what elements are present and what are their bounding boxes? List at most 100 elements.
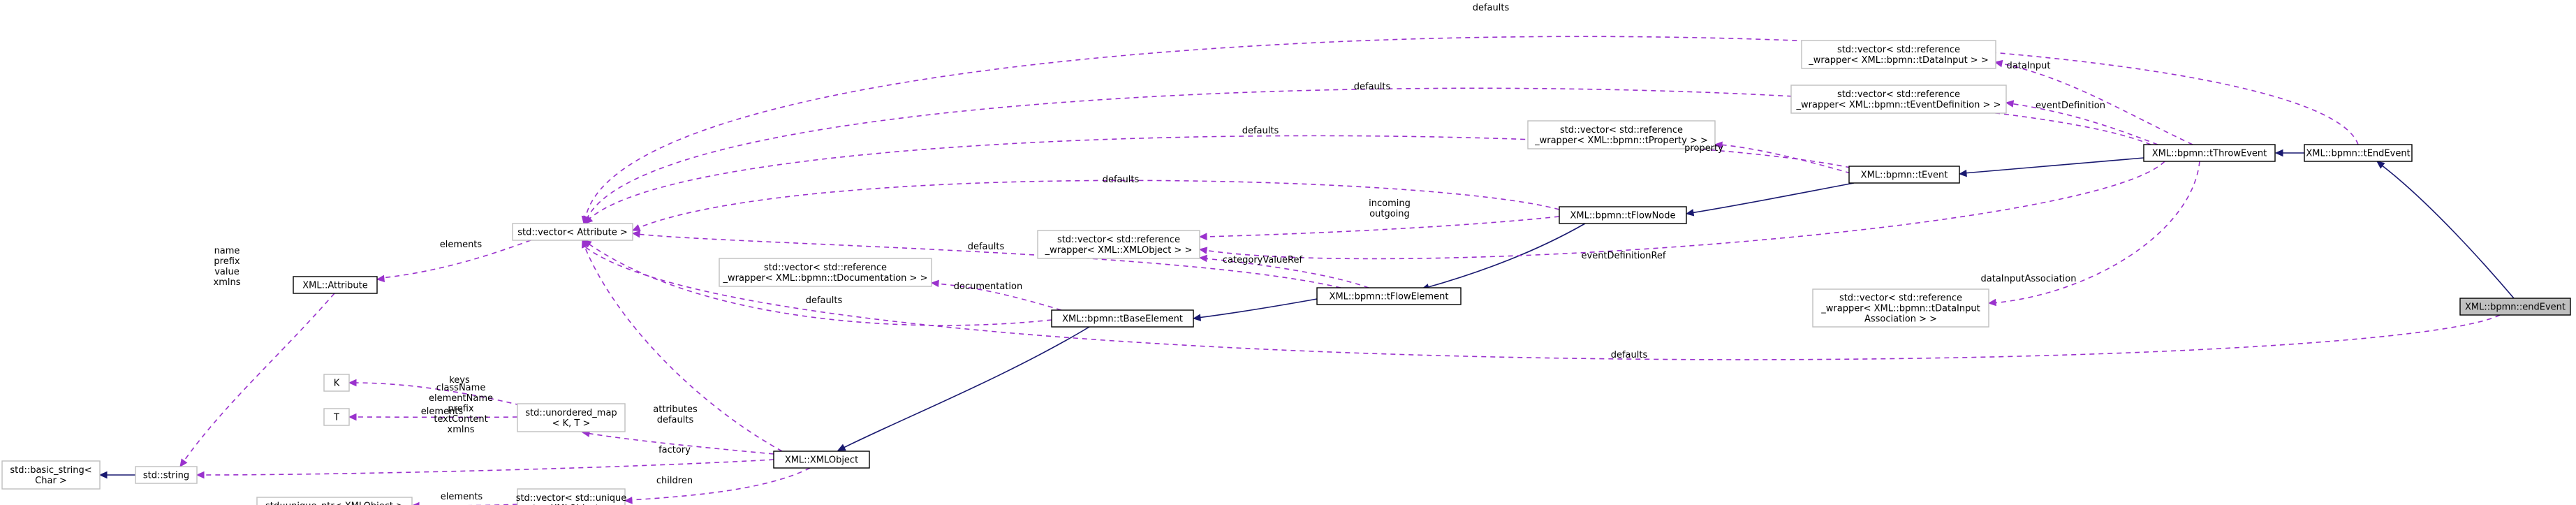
edge-label-defaults-endEvent: defaults [1611, 350, 1648, 360]
edge-label-keys: keys [449, 375, 470, 386]
node-label: XML::bpmn::tFlowNode [1570, 211, 1676, 221]
usage-arrow [1714, 141, 1851, 174]
node-label: std::vector< std::reference [1560, 125, 1683, 136]
node-label: std::vector< std::reference [1837, 45, 1960, 55]
node-t-flow-node[interactable]: XML::bpmn::tFlowNode [1559, 206, 1687, 224]
edge-label-defaults-top: defaults [1473, 3, 1510, 13]
edge-label-defaults-4: defaults [1103, 175, 1140, 185]
edge-label-dataInput: dataInput [2007, 61, 2051, 71]
inheritance-arrow [98, 471, 135, 479]
node-vec-data-input-assoc[interactable]: std::vector< std::reference_wrapper< XML… [1812, 288, 1989, 328]
usage-arrow [631, 180, 1560, 231]
edge-label-incoming-outgoing: incoming [1369, 198, 1411, 209]
edge-label-attr-members: xmlns [214, 277, 241, 288]
node-vec-documentation[interactable]: std::vector< std::reference_wrapper< XML… [719, 258, 932, 287]
inheritance-arrow [1192, 298, 1318, 321]
usage-arrow [1198, 161, 2165, 260]
node-label: std::vector< std::unique [516, 493, 627, 504]
node-label: std::vector< std::reference [1057, 235, 1180, 245]
edge-label-string-members: textContent [434, 414, 487, 425]
node--t[interactable]: T [323, 408, 350, 426]
edge-label-defaults-2: defaults [1354, 82, 1391, 92]
node-t-throw-event[interactable]: XML::bpmn::tThrowEvent [2143, 144, 2276, 162]
node-label: Association > > [1864, 314, 1937, 325]
usage-arrow [376, 240, 531, 283]
node-label: std::vector< std::reference [1837, 89, 1960, 100]
usage-arrow [348, 413, 518, 421]
node-label: XML::bpmn::tEvent [1861, 170, 1948, 181]
node-label: XML::XMLObject [785, 455, 858, 466]
node-label: XML::bpmn::endEvent [2465, 302, 2566, 313]
node-label: XML::bpmn::tBaseElement [1062, 314, 1183, 325]
usage-arrow [1198, 254, 1369, 288]
node-label: XML::Attribute [302, 281, 368, 291]
edge-label-elements-map: elements [421, 407, 464, 417]
edge-label-string-members: className [436, 383, 486, 393]
node--k[interactable]: K [323, 374, 350, 392]
edge-label-categoryValueRef: categoryValueRef [1223, 255, 1303, 265]
node-label: std::vector< std::reference [1839, 293, 1962, 304]
node-end-event[interactable]: XML::bpmn::endEvent [2459, 298, 2571, 316]
node-string[interactable]: std::string [135, 466, 198, 484]
node-label: Char > [35, 476, 67, 486]
usage-arrow [179, 293, 335, 467]
node-t-base-element[interactable]: XML::bpmn::tBaseElement [1051, 309, 1194, 328]
edge-label-defaults-3: defaults [1242, 126, 1279, 136]
node-vec-unique[interactable]: std::vector< std::unique_ptr< XMLObject … [516, 488, 627, 505]
node-unique-ptr[interactable]: std::unique_ptr< XMLObject > [256, 497, 413, 505]
node-label: std::basic_string< [10, 465, 91, 476]
node-t-end-event[interactable]: XML::bpmn::tEndEvent [2304, 144, 2413, 162]
node-t-flow-element[interactable]: XML::bpmn::tFlowElement [1316, 287, 1462, 305]
node-label: std::unordered_map [525, 408, 617, 418]
node-vec-x-m-l-object[interactable]: std::vector< std::reference_wrapper< XML… [1037, 230, 1200, 259]
edge-label-dataInputAssociation: dataInputAssociation [1981, 274, 2077, 284]
edge-label-incoming-outgoing: outgoing [1369, 209, 1410, 219]
node-label: _wrapper< XML::bpmn::tEventDefinition > … [1796, 100, 2001, 110]
node-label: K [334, 379, 340, 389]
edge-label-elements-unique: elements [441, 492, 483, 502]
usage-arrow [624, 467, 811, 504]
edge-label-property: property [1684, 143, 1723, 154]
edge-label-factory: factory [658, 445, 691, 455]
usage-arrow [348, 379, 521, 406]
node--x-m-l-object[interactable]: XML::XMLObject [773, 451, 870, 469]
usage-arrow [1994, 59, 2193, 145]
node-label: _ptr< XMLObject > > [522, 504, 620, 505]
node-unordered_map[interactable]: std::unordered_map< K, T > [517, 403, 626, 432]
usage-arrow [2005, 100, 2158, 145]
node-vec-attribute[interactable]: std::vector< Attribute > [512, 223, 633, 241]
edge-label-eventDefinitionRef: eventDefinitionRef [1582, 251, 1666, 261]
node-label: std::unique_ptr< XMLObject > [265, 502, 404, 505]
edge-label-attributes-defaults: defaults [657, 415, 694, 425]
node-label: _wrapper< XML::bpmn::tProperty > > [1534, 136, 1708, 146]
node-t-event[interactable]: XML::bpmn::tEvent [1848, 166, 1960, 184]
inheritance-arrow [1958, 157, 2144, 177]
usage-arrow [1987, 161, 2200, 307]
node-label: std::vector< Attribute > [517, 228, 628, 238]
node-label: < K, T > [552, 418, 591, 429]
edge-label-string-members: prefix [448, 404, 473, 414]
node--attribute[interactable]: XML::Attribute [293, 276, 378, 294]
inheritance-arrow [2274, 149, 2304, 157]
edge-label-attr-members: value [214, 267, 240, 277]
node-vec-event-definition[interactable]: std::vector< std::reference_wrapper< XML… [1790, 85, 2007, 114]
edge-label-eventDefinition: eventDefinition [2036, 101, 2105, 111]
node-label: XML::bpmn::tThrowEvent [2152, 149, 2267, 159]
node-label: std::string [143, 471, 189, 481]
inheritance-arrow [1685, 182, 1855, 217]
edge-label-attr-members: prefix [214, 256, 240, 267]
usage-arrow [631, 230, 1341, 288]
usage-arrow [413, 502, 518, 505]
node-vec-data-input[interactable]: std::vector< std::reference_wrapper< XML… [1801, 40, 1996, 69]
node-label: _wrapper< XML::bpmn::tDataInput [1820, 304, 1980, 314]
node-basic_string[interactable]: std::basic_string<Char > [1, 460, 101, 490]
node-label: _wrapper< XML::XMLObject > > [1045, 245, 1193, 256]
edge-label-defaults-6: defaults [806, 295, 843, 306]
edge-label-children: children [656, 476, 693, 486]
node-label: std::vector< std::reference [764, 263, 887, 273]
usage-arrow [196, 459, 774, 479]
edge-label-string-members: xmlns [448, 425, 475, 435]
node-vec-property[interactable]: std::vector< std::reference_wrapper< XML… [1527, 120, 1716, 149]
edge-label-attr-members: name [214, 246, 240, 256]
